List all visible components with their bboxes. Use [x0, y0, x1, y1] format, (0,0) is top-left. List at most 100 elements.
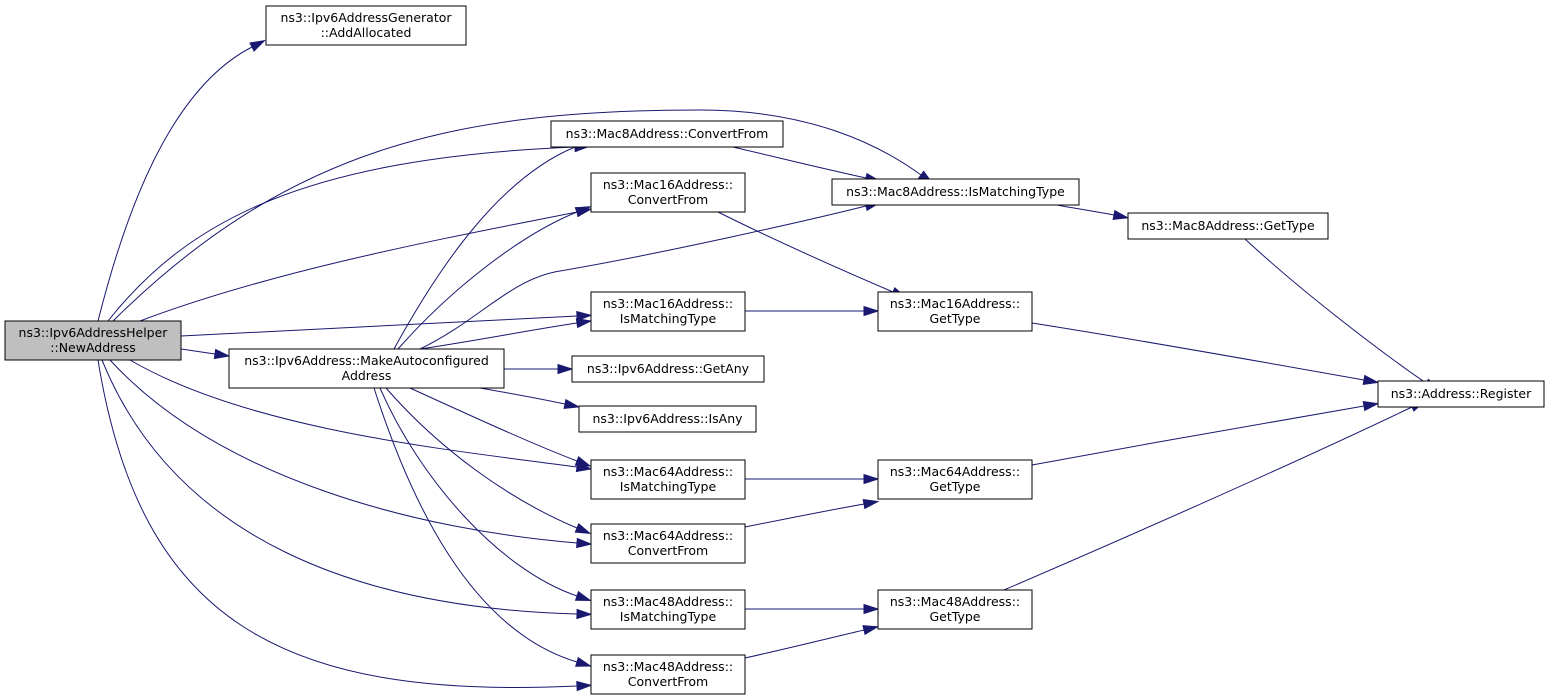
function-node[interactable]: ns3::Mac16Address::ConvertFrom — [590, 172, 746, 213]
node-box — [590, 459, 746, 500]
edge-line — [744, 629, 865, 659]
arrowhead — [576, 608, 593, 620]
edge-line — [101, 359, 578, 615]
arrowhead — [574, 455, 592, 467]
arrowhead — [574, 523, 592, 535]
arrowhead — [574, 590, 592, 602]
edge-n8-to-n12 — [409, 387, 592, 467]
function-node[interactable]: ns3::Mac8Address::IsMatchingType — [831, 178, 1080, 206]
node-label: ConvertFrom — [628, 543, 708, 558]
node-label: ns3::Address::Register — [1391, 386, 1532, 401]
arrowhead — [862, 498, 880, 510]
function-node[interactable]: ns3::Ipv6Address::MakeAutoconfiguredAddr… — [228, 348, 505, 389]
node-label: ns3::Ipv6Address::MakeAutoconfigured — [244, 353, 489, 368]
edge-line — [397, 211, 578, 350]
edge-n6-to-n7 — [745, 305, 880, 317]
arrowhead — [213, 348, 231, 360]
function-node[interactable]: ns3::Mac48Address::ConvertFrom — [590, 654, 746, 695]
arrowhead — [575, 317, 593, 329]
arrowhead — [575, 656, 592, 667]
edge-line — [97, 46, 253, 322]
edge-line — [419, 322, 578, 350]
arrowhead — [576, 310, 593, 322]
arrowhead — [576, 680, 593, 692]
edge-n8-to-n3 — [397, 206, 592, 350]
edge-n17-to-n16 — [744, 625, 880, 659]
function-node[interactable]: ns3::Ipv6AddressGenerator::AddAllocated — [265, 5, 467, 46]
edge-n8-to-n15 — [379, 387, 592, 602]
function-node[interactable]: ns3::Mac16Address::GetType — [877, 291, 1033, 332]
node-box — [831, 178, 1080, 206]
edge-line — [180, 348, 216, 355]
edge-n0-to-n14 — [109, 359, 593, 549]
function-node[interactable]: ns3::Mac64Address::ConvertFrom — [590, 523, 746, 564]
node-box — [590, 523, 746, 564]
function-node[interactable]: ns3::Ipv6Address::IsAny — [578, 405, 757, 433]
edge-n0-to-n6 — [180, 310, 593, 337]
edge-n8-to-n14 — [385, 387, 592, 535]
function-node[interactable]: ns3::Mac8Address::ConvertFrom — [550, 120, 784, 148]
node-label: ns3::Mac64Address:: — [603, 464, 733, 479]
edge-line — [97, 359, 578, 689]
node-label: ns3::Mac48Address:: — [603, 594, 733, 609]
function-node[interactable]: ns3::Mac64Address::IsMatchingType — [590, 459, 746, 500]
edge-n0-to-n8 — [180, 348, 231, 360]
node-label: GetType — [930, 479, 981, 494]
edge-n0-to-n3 — [139, 207, 593, 322]
arrowhead — [863, 603, 880, 615]
arrowhead — [576, 537, 593, 549]
node-label: Address — [342, 368, 392, 383]
edge-n8-to-n2 — [393, 141, 590, 350]
node-box — [1377, 380, 1545, 408]
root-function-node: ns3::Ipv6AddressHelper::NewAddress — [4, 320, 182, 361]
node-box — [877, 589, 1033, 630]
node-label: ns3::Mac64Address:: — [890, 464, 1020, 479]
function-node[interactable]: ns3::Mac16Address::IsMatchingType — [590, 291, 746, 332]
edge-n12-to-n13 — [745, 473, 880, 485]
node-box — [877, 291, 1033, 332]
node-label: ns3::Ipv6AddressGenerator — [280, 10, 452, 25]
node-label: ::NewAddress — [50, 340, 135, 355]
function-node[interactable]: ns3::Mac48Address::IsMatchingType — [590, 589, 746, 630]
function-node[interactable]: ns3::Address::Register — [1377, 380, 1545, 408]
arrowhead — [557, 363, 574, 375]
edge-line — [139, 211, 578, 322]
node-box — [228, 348, 505, 389]
edge-line — [373, 387, 578, 663]
edge-n2-to-n4 — [732, 146, 882, 183]
node-box — [590, 172, 746, 213]
arrowhead — [563, 398, 581, 409]
node-label: ns3::Mac8Address::GetType — [1141, 218, 1315, 233]
function-node[interactable]: ns3::Ipv6Address::GetAny — [571, 355, 765, 383]
edge-n0-to-n2 — [107, 141, 591, 322]
arrowhead — [862, 625, 880, 636]
arrowhead — [863, 305, 880, 317]
node-label: ns3::Mac64Address:: — [603, 528, 733, 543]
node-box — [590, 291, 746, 332]
edge-n3-to-n7 — [717, 211, 908, 299]
edge-line — [1031, 322, 1365, 381]
edge-line — [1244, 238, 1427, 384]
function-node[interactable]: ns3::Mac8Address::GetType — [1127, 212, 1329, 240]
node-label: ns3::Mac16Address:: — [603, 296, 733, 311]
edge-n0-to-n17 — [97, 359, 593, 692]
edge-line — [1003, 406, 1413, 591]
node-label: ns3::Mac48Address:: — [890, 594, 1020, 609]
edge-line — [409, 387, 578, 462]
node-label: ::AddAllocated — [321, 25, 412, 40]
function-node[interactable]: ns3::Mac64Address::GetType — [877, 459, 1033, 500]
node-box — [877, 459, 1033, 500]
edge-line — [1056, 204, 1115, 216]
node-box — [571, 355, 765, 383]
edge-n7-to-n11 — [1031, 322, 1380, 386]
edge-n5-to-n11 — [1244, 238, 1439, 392]
function-node[interactable]: ns3::Mac48Address::GetType — [877, 589, 1033, 630]
node-label: ns3::Mac16Address:: — [603, 177, 733, 192]
node-label: ns3::Ipv6AddressHelper — [19, 325, 169, 340]
edge-line — [379, 387, 578, 597]
node-label: ns3::Mac8Address::IsMatchingType — [846, 184, 1065, 199]
edge-line — [717, 211, 894, 293]
edge-line — [109, 359, 578, 544]
node-label: ns3::Mac16Address:: — [890, 296, 1020, 311]
